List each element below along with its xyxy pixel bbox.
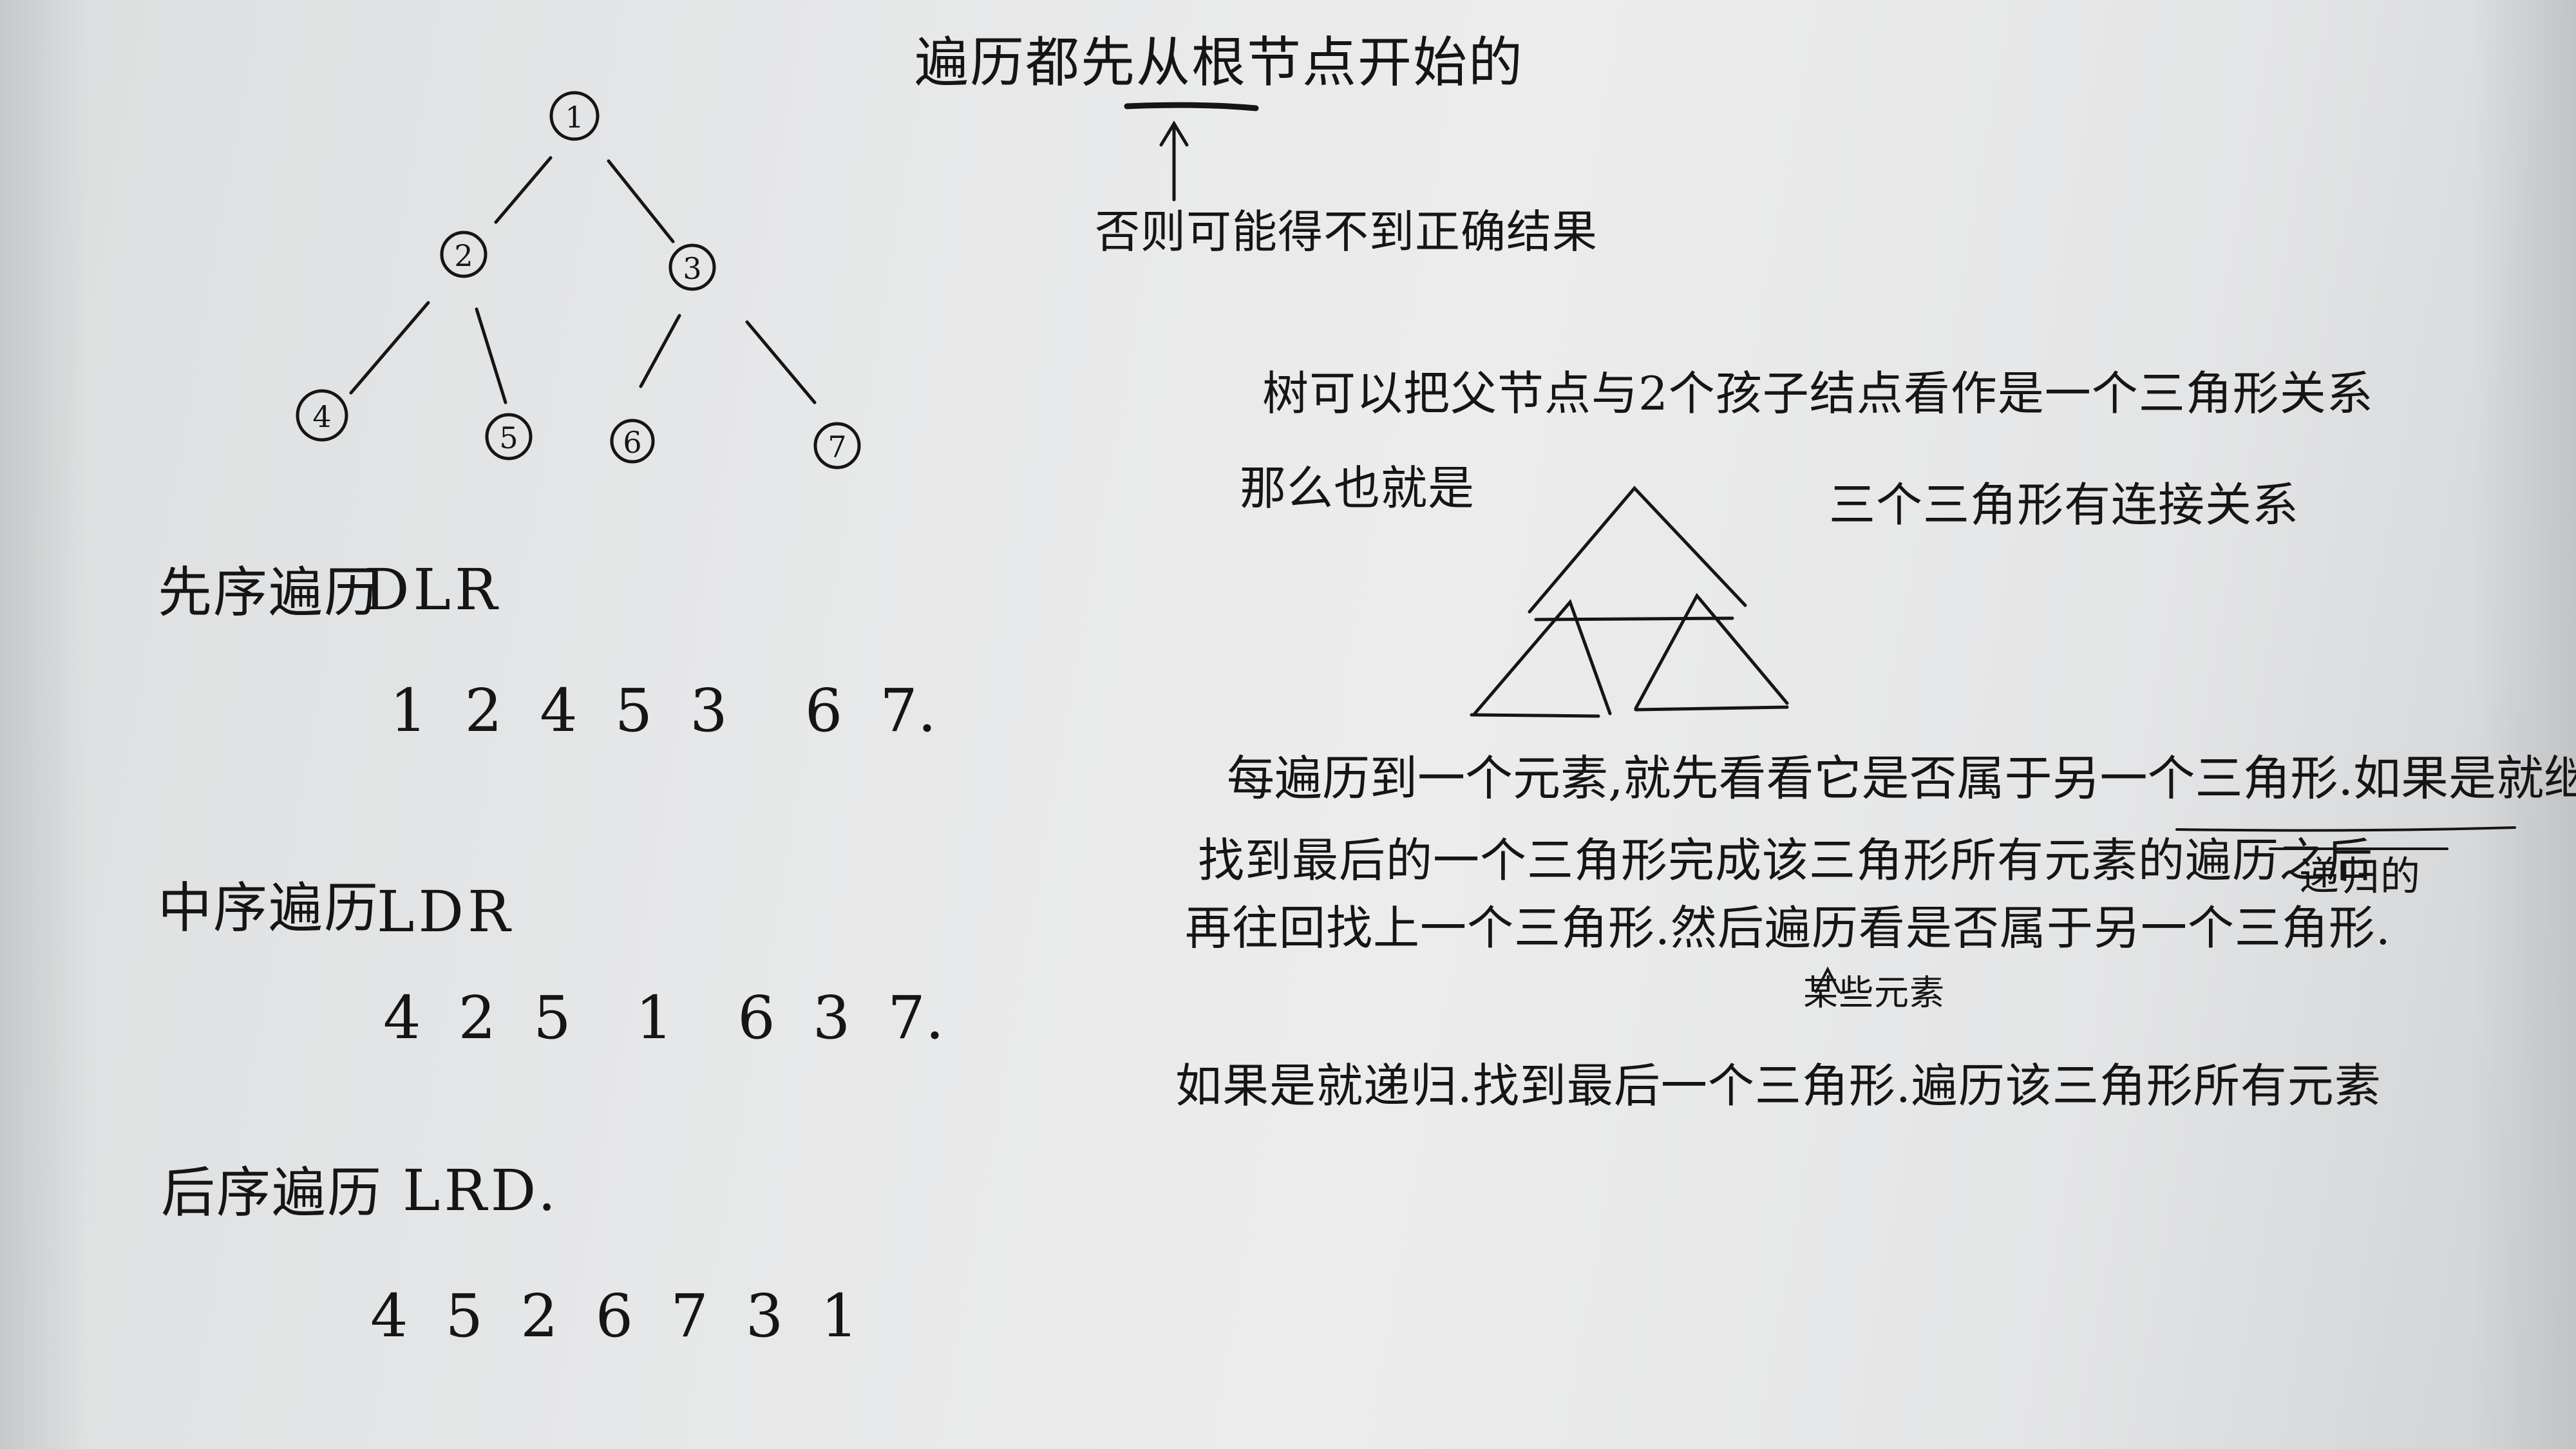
traversal-code-preorder: DLR xyxy=(364,556,502,623)
sequence-item: 1 xyxy=(390,676,428,745)
traversal-name-inorder: 中序遍历 xyxy=(158,876,380,940)
sequence-item: 2 xyxy=(520,1282,558,1350)
tree-node-6-label: 6 xyxy=(623,425,641,460)
triangle-right xyxy=(1634,592,1789,710)
triangle-left-base xyxy=(1470,713,1600,718)
sequence-item: 6 xyxy=(804,676,843,745)
paragraph-line1: 每遍历到一个元素,就先看看它是否属于另一个三角形.如果是就继续判断 xyxy=(1227,751,2576,806)
traversal-code-postorder: LRD. xyxy=(402,1157,560,1224)
sequence-item: 3 xyxy=(690,676,728,745)
sequence-item: 4 xyxy=(370,1282,408,1350)
sequence-item: 3 xyxy=(812,983,851,1052)
tree-edge-1-2 xyxy=(494,156,553,224)
triangle-note-left: 那么也就是 xyxy=(1240,461,1475,515)
sequence-item: 7. xyxy=(887,983,945,1052)
sequence-item: 1 xyxy=(820,1282,858,1350)
tree-edge-1-3 xyxy=(607,159,675,243)
tree-node-7-label: 7 xyxy=(828,430,846,464)
tree-node-2-circle xyxy=(440,231,488,278)
sequence-item: 2 xyxy=(458,983,497,1052)
sequence-item: 4 xyxy=(540,676,578,745)
tree-node-7-circle xyxy=(813,422,861,469)
tree-edge-2-5 xyxy=(475,307,507,404)
triangle-top-base xyxy=(1534,616,1734,621)
arrow-note: 否则可能得不到正确结果 xyxy=(1095,205,1598,258)
paragraph-line3: 再往回找上一个三角形.然后遍历看是否属于另一个三角形. xyxy=(1185,901,2391,955)
sequence-item: 6 xyxy=(737,983,775,1052)
sequence-item: 5 xyxy=(533,983,571,1052)
sequence-item: 6 xyxy=(595,1282,634,1350)
triangle-left xyxy=(1473,599,1612,715)
triangle-note-right: 三个三角形有连接关系 xyxy=(1829,478,2300,532)
paper-right-shadow xyxy=(2473,0,2576,1449)
paper-left-shadow xyxy=(0,0,90,1449)
paragraph-line4: 如果是就递归.找到最后一个三角形.遍历该三角形所有元素 xyxy=(1175,1059,2382,1113)
sequence-item: 1 xyxy=(635,983,674,1052)
tree-node-4-circle xyxy=(296,389,348,442)
tree-node-5-circle xyxy=(485,413,533,460)
triangle-right-base xyxy=(1634,705,1789,712)
tree-edge-3-7 xyxy=(745,320,817,404)
sequence-item: 5 xyxy=(445,1282,484,1350)
tree-node-6-circle xyxy=(610,419,655,464)
traversal-name-postorder: 后序遍历 xyxy=(161,1161,383,1224)
continue-underline xyxy=(2175,826,2516,832)
sequence-item: 7 xyxy=(670,1282,708,1350)
sequence-item: 3 xyxy=(745,1282,784,1350)
traversal-code-inorder: LDR xyxy=(377,878,515,945)
sequence-item: 5 xyxy=(614,676,653,745)
tree-node-2-label: 2 xyxy=(454,238,473,273)
tree-node-3-circle xyxy=(668,243,716,291)
up-arrow-head xyxy=(1159,120,1189,147)
triangle-note-line1: 树可以把父节点与2个孩子结点看作是一个三角形关系 xyxy=(1262,366,2374,421)
sequence-item: 7. xyxy=(880,676,937,745)
tree-edge-3-6 xyxy=(639,314,681,388)
sequence-item: 2 xyxy=(464,676,503,745)
tree-node-5-label: 5 xyxy=(499,421,518,455)
paragraph-line3-insert: 某些元素 xyxy=(1803,972,1945,1013)
paragraph-side-note: 递归的 xyxy=(2299,853,2421,900)
tree-node-1-label: 1 xyxy=(565,100,583,135)
paragraph-line2: 找到最后的一个三角形完成该三角形所有元素的遍历之后 xyxy=(1198,833,2374,887)
tree-node-1-circle xyxy=(549,91,600,141)
tree-node-3-label: 3 xyxy=(683,251,701,286)
triangle-top xyxy=(1528,486,1747,614)
insert-caret xyxy=(1815,966,1841,993)
tree-node-4-label: 4 xyxy=(312,399,331,434)
traversal-name-preorder: 先序遍历 xyxy=(158,561,380,624)
top-note: 遍历都先从根节点开始的 xyxy=(914,31,1524,94)
sequence-item: 4 xyxy=(383,983,421,1052)
root-underline xyxy=(1124,102,1259,111)
tree-edge-2-4 xyxy=(349,301,430,395)
